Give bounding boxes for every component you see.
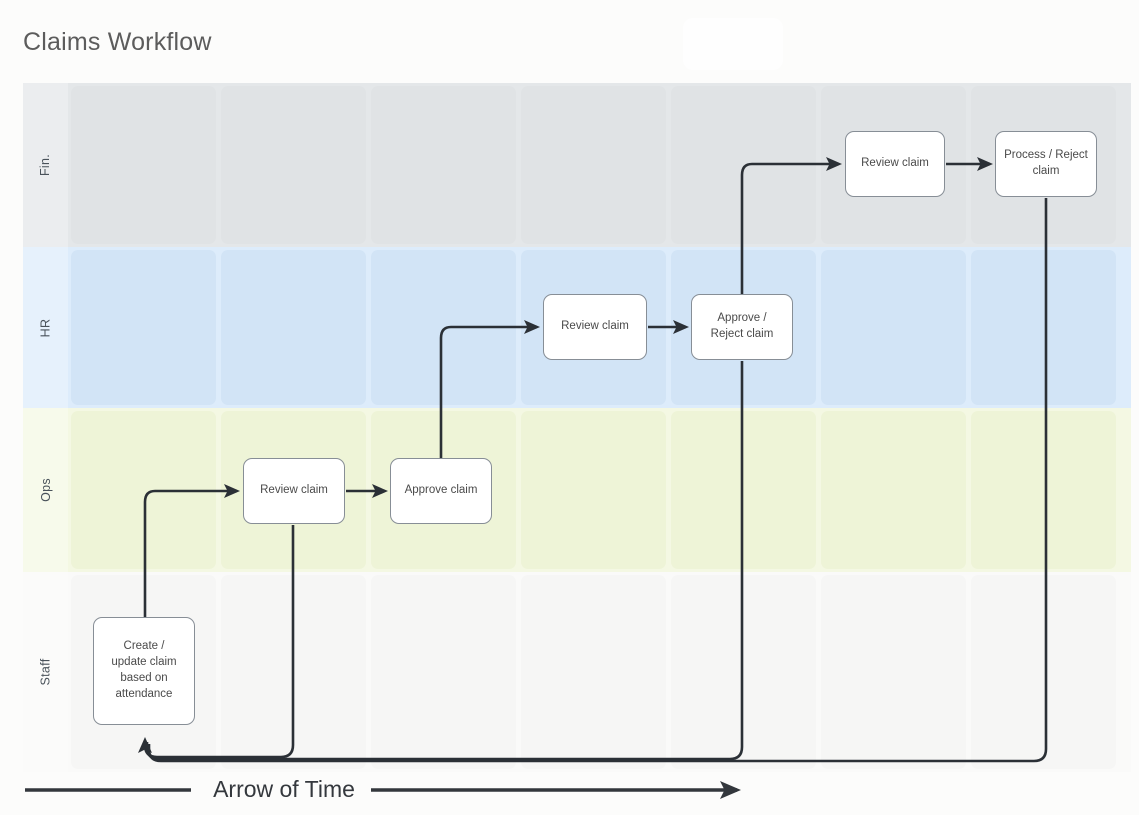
grid-cell xyxy=(370,86,516,244)
node-fin-process[interactable]: Process / Reject claim xyxy=(995,131,1097,197)
grid-cell xyxy=(520,411,666,569)
lane-hr-label-column: HR xyxy=(23,247,68,408)
lane-grid xyxy=(68,408,1118,572)
lane-ops-label-column: Ops xyxy=(23,408,68,572)
node-label: Review claim xyxy=(561,320,629,333)
lane-label: Fin. xyxy=(38,153,53,177)
node-label: Approve claim xyxy=(404,484,478,497)
lane-fin-label-column: Fin. xyxy=(23,83,68,247)
grid-cell xyxy=(70,250,216,405)
grid-cell xyxy=(220,575,366,769)
node-label: Approve / Reject claim xyxy=(710,312,774,340)
grid-cell xyxy=(670,86,816,244)
grid-cell xyxy=(70,411,216,569)
node-hr-review[interactable]: Review claim xyxy=(543,294,647,360)
grid-cell xyxy=(220,86,366,244)
page-title: Claims Workflow xyxy=(23,28,212,56)
grid-cell xyxy=(820,411,966,569)
lane-label: Ops xyxy=(38,478,53,502)
grid-cell xyxy=(370,250,516,405)
grid-cell xyxy=(220,250,366,405)
node-label: Review claim xyxy=(260,484,328,497)
grid-cell xyxy=(970,250,1116,405)
grid-cell xyxy=(820,575,966,769)
node-fin-review[interactable]: Review claim xyxy=(845,131,945,197)
grid-cell xyxy=(820,250,966,405)
node-ops-review[interactable]: Review claim xyxy=(243,458,345,524)
node-label: Process / Reject claim xyxy=(1004,149,1088,177)
grid-cell xyxy=(670,575,816,769)
background-artifact xyxy=(683,18,783,70)
lane-fin[interactable]: Fin. xyxy=(23,83,1131,247)
grid-cell xyxy=(970,575,1116,769)
node-label: Create / update claim based on attendanc… xyxy=(111,640,177,700)
grid-cell xyxy=(670,411,816,569)
node-ops-approve[interactable]: Approve claim xyxy=(390,458,492,524)
grid-cell xyxy=(520,575,666,769)
node-label: Review claim xyxy=(861,157,929,170)
grid-cell xyxy=(370,575,516,769)
lane-label: Staff xyxy=(38,658,53,686)
lane-staff-label-column: Staff xyxy=(23,572,68,772)
lane-label: HR xyxy=(38,318,53,337)
grid-cell xyxy=(970,411,1116,569)
timeline-label: Arrow of Time xyxy=(213,776,355,802)
lane-grid xyxy=(68,572,1118,772)
grid-cell xyxy=(520,86,666,244)
node-hr-approve[interactable]: Approve / Reject claim xyxy=(691,294,793,360)
node-staff-create[interactable]: Create / update claim based on attendanc… xyxy=(93,617,195,725)
lane-ops[interactable]: Ops xyxy=(23,408,1131,572)
grid-cell xyxy=(70,86,216,244)
lane-grid xyxy=(68,83,1118,247)
